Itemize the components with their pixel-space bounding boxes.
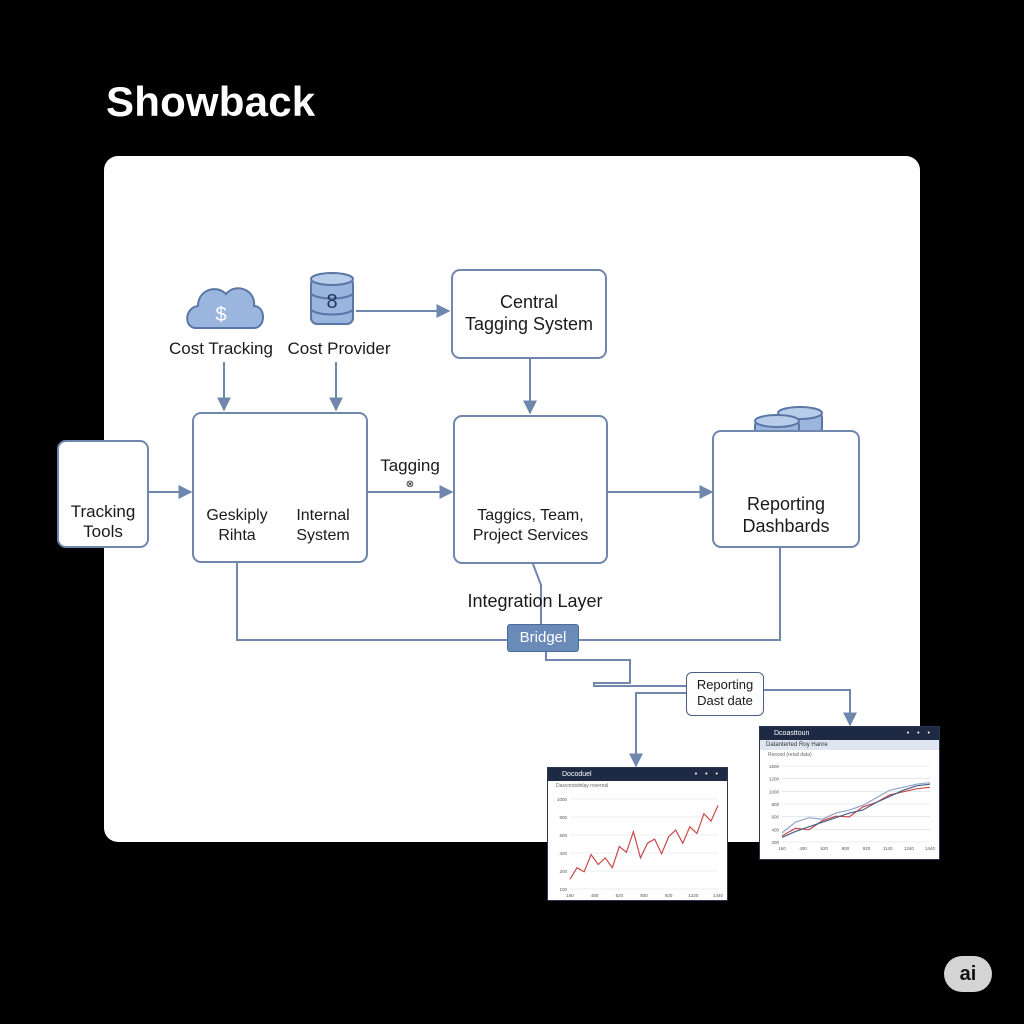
x-tick-label: 800 <box>842 846 850 851</box>
y-tick-label: 400 <box>559 851 567 856</box>
series-line <box>569 805 719 880</box>
svg-text:$: $ <box>215 304 226 326</box>
right-window-subtitle: Datanterted Roy Hanre <box>760 740 939 750</box>
reporting-dashboards-label: Reporting Dashbards <box>742 494 830 536</box>
cloud-dollar-icon: $ <box>186 287 264 329</box>
database-icon: 8 <box>310 272 354 325</box>
bridge-button[interactable]: Bridgel <box>507 624 579 652</box>
y-tick-label: 1000 <box>557 797 568 802</box>
taggics-box[interactable] <box>453 415 608 564</box>
x-tick-label: 1440 <box>925 846 936 851</box>
y-tick-label: 1600 <box>769 764 780 769</box>
y-tick-label: 200 <box>771 840 779 845</box>
taggics-label: Taggics, Team, Project Services <box>472 507 589 544</box>
right-window-subcaption: Resoxd (retail data) <box>768 752 812 758</box>
x-tick-label: 620 <box>821 846 829 851</box>
ai-badge: ai <box>944 956 992 992</box>
cost-tracking-label: Cost Tracking <box>169 339 273 358</box>
y-tick-label: 600 <box>559 833 567 838</box>
y-tick-label: 200 <box>559 869 567 874</box>
x-tick-label: 1240 <box>904 846 915 851</box>
x-tick-label: 1140 <box>883 846 893 851</box>
central-tagging-box[interactable] <box>451 269 607 359</box>
reporting-dashboards-box[interactable] <box>712 430 860 548</box>
x-tick-label: 160 <box>566 893 574 898</box>
cost-provider-label: Cost Provider <box>287 339 391 358</box>
tagging-edge-label: Tagging <box>380 456 440 475</box>
y-tick-label: 800 <box>771 802 779 807</box>
left-window-subtitle: Dascontsdnlay rovernal <box>556 783 609 789</box>
central-tagging-label: Central Tagging System <box>464 292 594 334</box>
y-tick-label: 800 <box>559 815 567 820</box>
edge-reporting-to-right-chart <box>764 689 857 727</box>
left-chart-window[interactable]: Docoduel • • • Dascontsdnlay rovernal 10… <box>547 767 728 901</box>
window-controls-icon[interactable]: • • • <box>906 730 933 737</box>
geskiply-label: Geskiply Rihta <box>206 507 268 544</box>
edge-taggics-to-bridge <box>532 563 542 624</box>
left-window-titlebar: Docoduel • • • <box>548 768 727 781</box>
tracking-tools-box[interactable] <box>57 440 149 548</box>
right-window-title: Dcoasttoun <box>774 730 810 737</box>
y-tick-label: 600 <box>771 815 779 820</box>
series-line <box>781 783 931 838</box>
x-tick-label: 920 <box>665 893 673 898</box>
tagging-edge-mark: ⊗ <box>405 479 415 490</box>
edge-bridge-down <box>545 650 686 687</box>
tracking-tools-label: Tracking Tools <box>70 502 136 541</box>
x-tick-label: 400 <box>799 846 807 851</box>
y-tick-label: 1200 <box>769 777 780 782</box>
reporting-dast-label: Reporting Dast date <box>696 677 754 708</box>
x-tick-label: 160 <box>778 846 786 851</box>
window-controls-icon[interactable]: • • • <box>694 771 721 778</box>
page-title: Showback <box>106 78 316 125</box>
integration-layer-label: Integration Layer <box>467 591 603 611</box>
internal-system-label: Internal System <box>296 507 350 544</box>
svg-text:8: 8 <box>326 291 337 313</box>
left-window-title: Docoduel <box>562 771 592 778</box>
x-tick-label: 1440 <box>713 893 724 898</box>
y-tick-label: 100 <box>559 887 567 892</box>
edge-reporting-to-left-chart <box>629 692 686 768</box>
x-tick-label: 480 <box>591 893 599 898</box>
reporting-dast-box[interactable] <box>686 672 764 716</box>
x-tick-label: 620 <box>616 893 624 898</box>
x-tick-label: 1320 <box>688 893 699 898</box>
y-tick-label: 1000 <box>769 789 780 794</box>
x-tick-label: 800 <box>640 893 648 898</box>
x-tick-label: 920 <box>863 846 871 851</box>
series-line <box>781 782 931 834</box>
right-window-titlebar: Dcoasttoun • • • <box>760 727 939 740</box>
geskiply-internal-box[interactable] <box>192 412 368 563</box>
right-chart-window[interactable]: Dcoasttoun • • • Datanterted Roy Hanre R… <box>759 726 940 860</box>
y-tick-label: 400 <box>771 827 779 832</box>
